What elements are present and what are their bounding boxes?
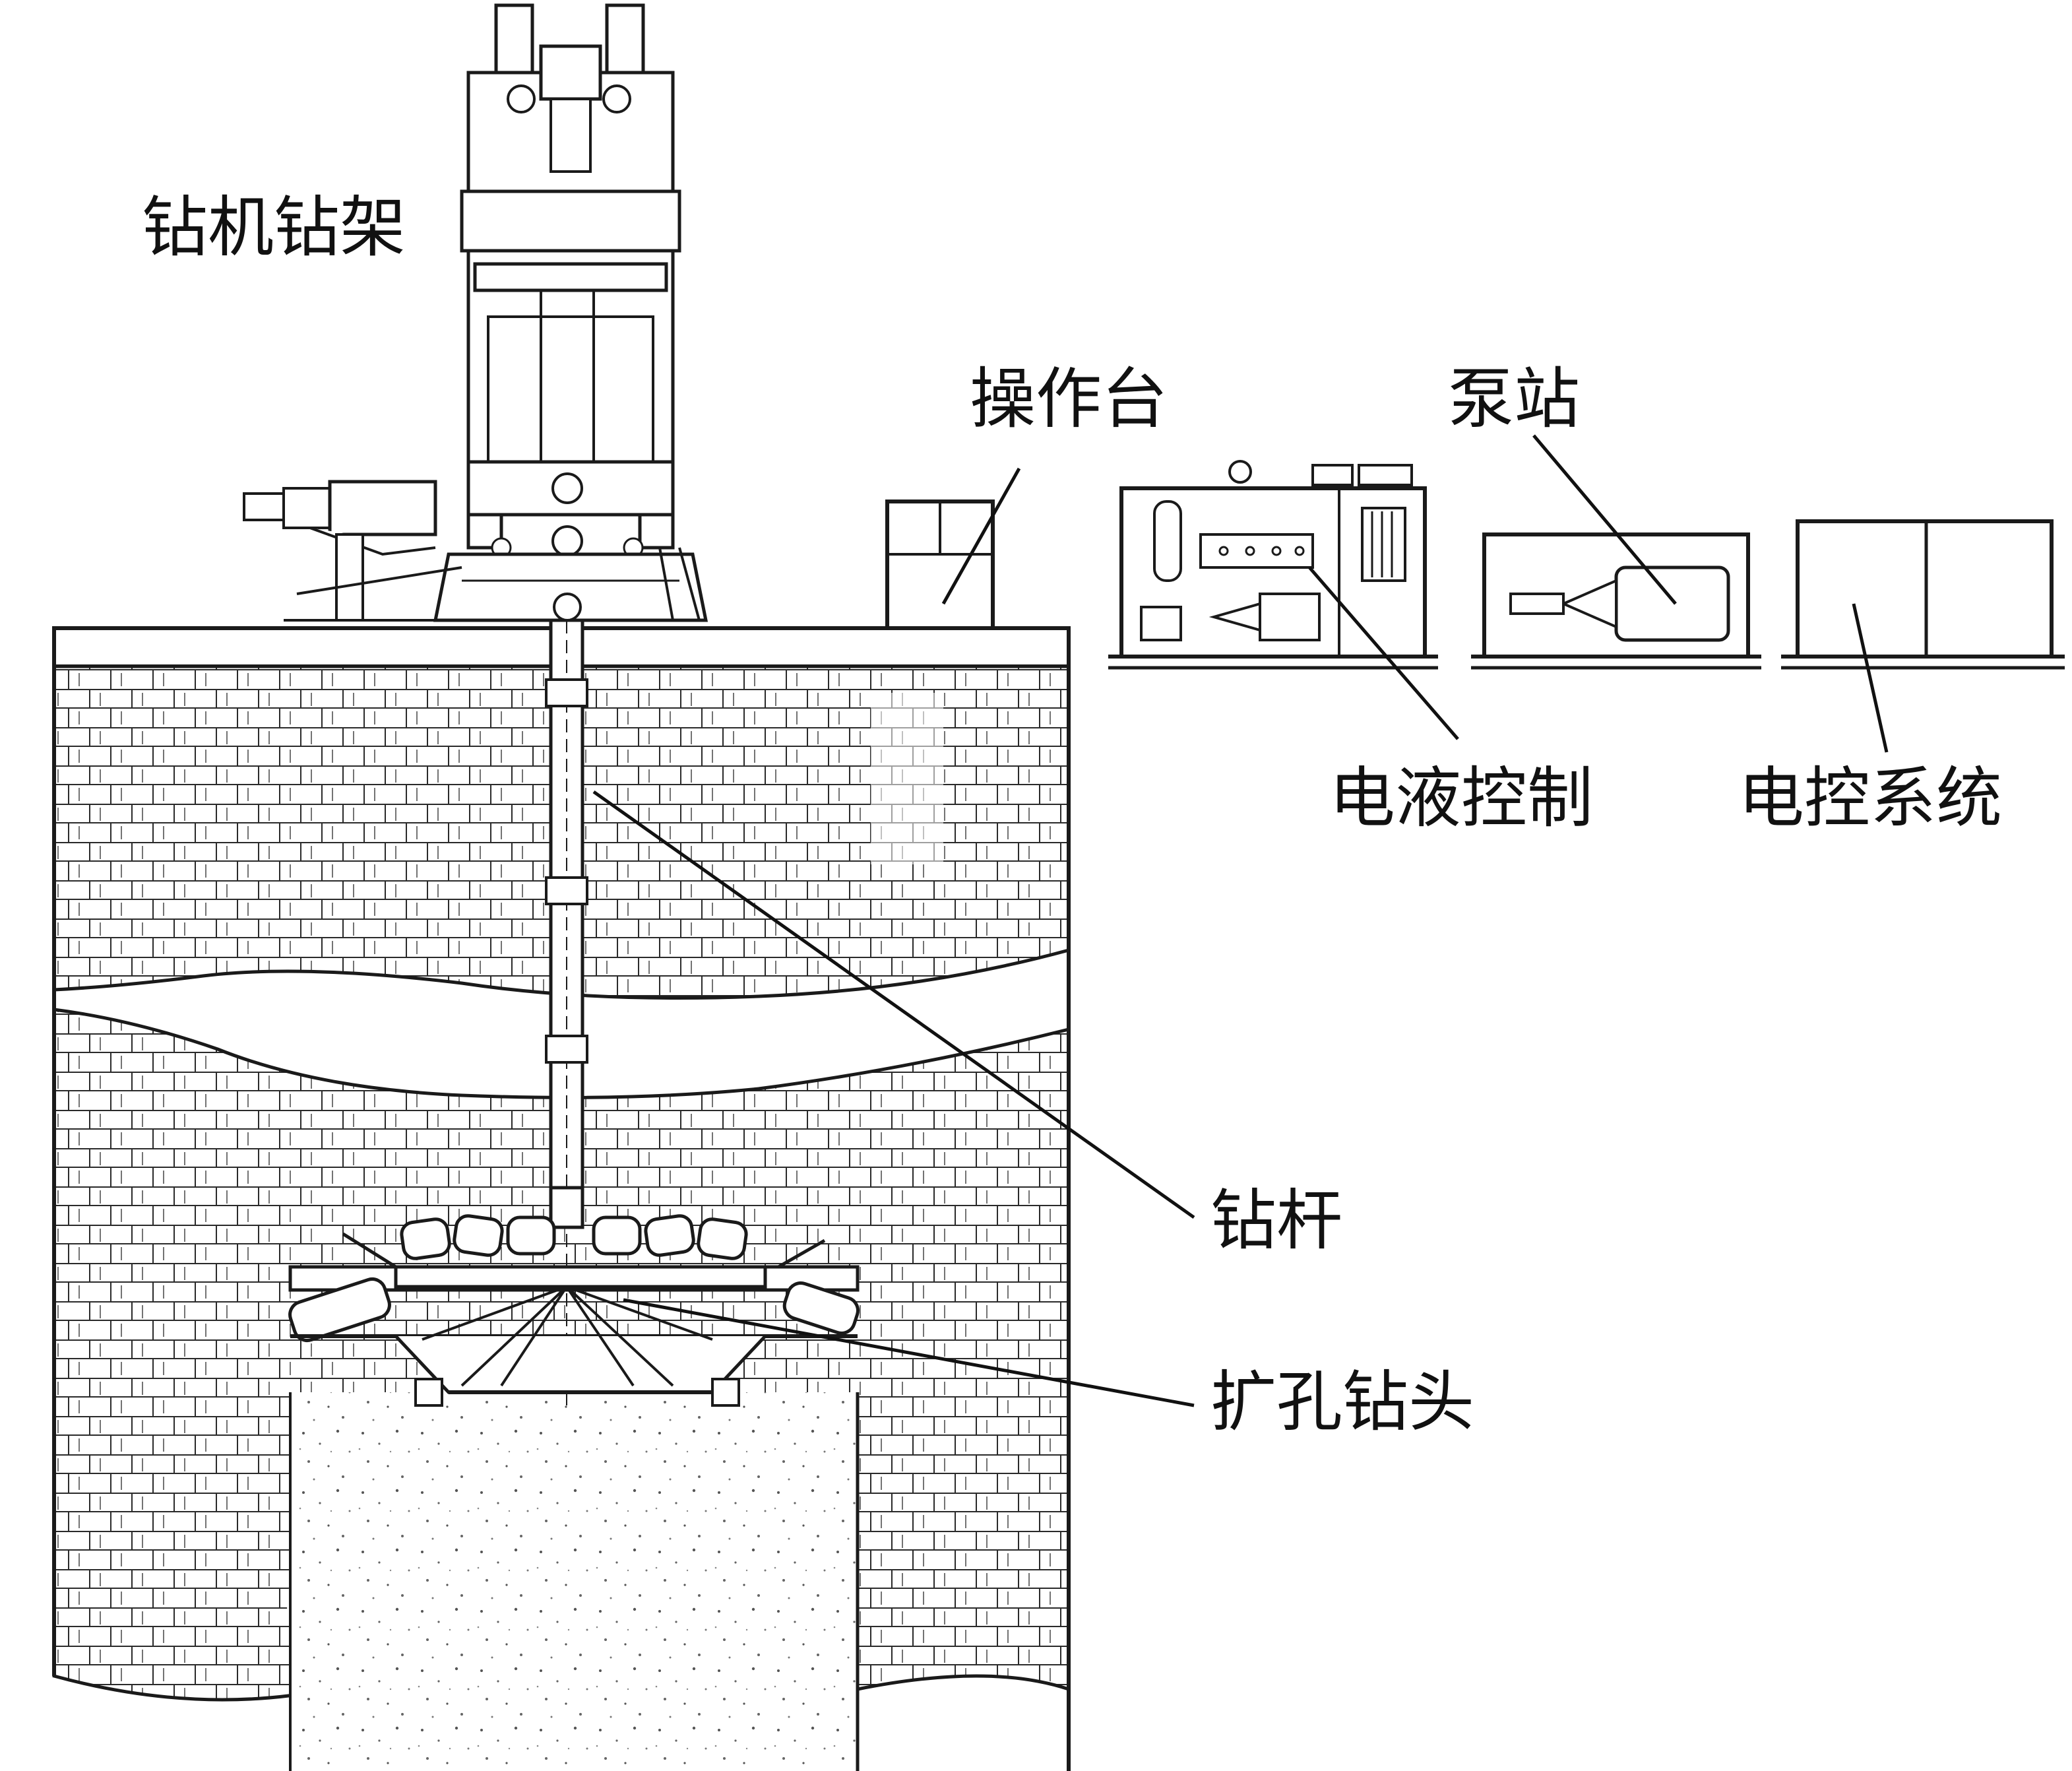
reaming-bit — [288, 1214, 860, 1407]
upper-cutters — [400, 1214, 748, 1260]
reaming-bit-leader — [623, 1298, 1195, 1407]
pump-leader — [1532, 434, 1677, 605]
label-reaming-bit: 扩孔钻头 — [1210, 1363, 1474, 1440]
drill-rig-frame — [243, 3, 708, 622]
electro-hydraulic-control-unit — [1108, 460, 1438, 670]
left-gauge-cutter — [288, 1277, 391, 1343]
leader-lines — [592, 434, 1889, 1407]
console-leader — [941, 467, 1021, 605]
label-electro-hydraulic-control: 电液控制 — [1329, 759, 1593, 837]
pump-station-unit — [1471, 532, 1761, 670]
label-pump-station: 泵站 — [1448, 360, 1580, 437]
label-drill-rod: 钻杆 — [1210, 1182, 1342, 1259]
label-operating-console: 操作台 — [970, 360, 1168, 437]
electric-control-leader — [1852, 603, 1889, 753]
label-electric-control-system: 电控系统 — [1738, 759, 2002, 837]
right-gauge-cutter — [782, 1281, 860, 1335]
electric-control-cabinet — [1781, 519, 2065, 670]
drill-rod-leader — [592, 790, 1195, 1219]
electro-hydraulic-leader — [1308, 566, 1459, 740]
label-drill-frame: 钻机钻架 — [142, 189, 406, 266]
reamed-cavity — [287, 1392, 858, 1771]
brick-fragment — [871, 693, 943, 864]
operating-console — [885, 499, 995, 630]
